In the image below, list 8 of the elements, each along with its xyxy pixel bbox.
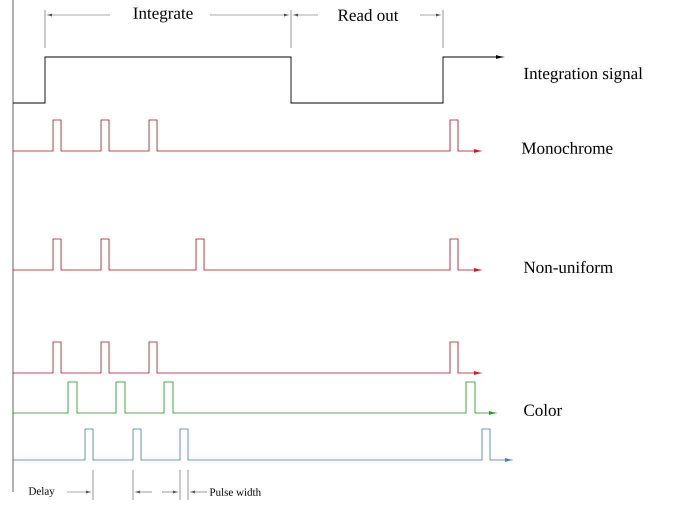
dimension-label: Delay	[28, 487, 55, 497]
signal-label: Non-uniform	[524, 260, 613, 274]
signal-label: Monochrome	[522, 142, 612, 154]
interval-label: Integrate	[133, 8, 193, 22]
signal-label: Color	[524, 404, 562, 416]
interval-label: Read out	[338, 9, 398, 21]
signal-label: Integration signal	[524, 67, 643, 83]
dimension-label: Pulse width	[210, 488, 261, 496]
